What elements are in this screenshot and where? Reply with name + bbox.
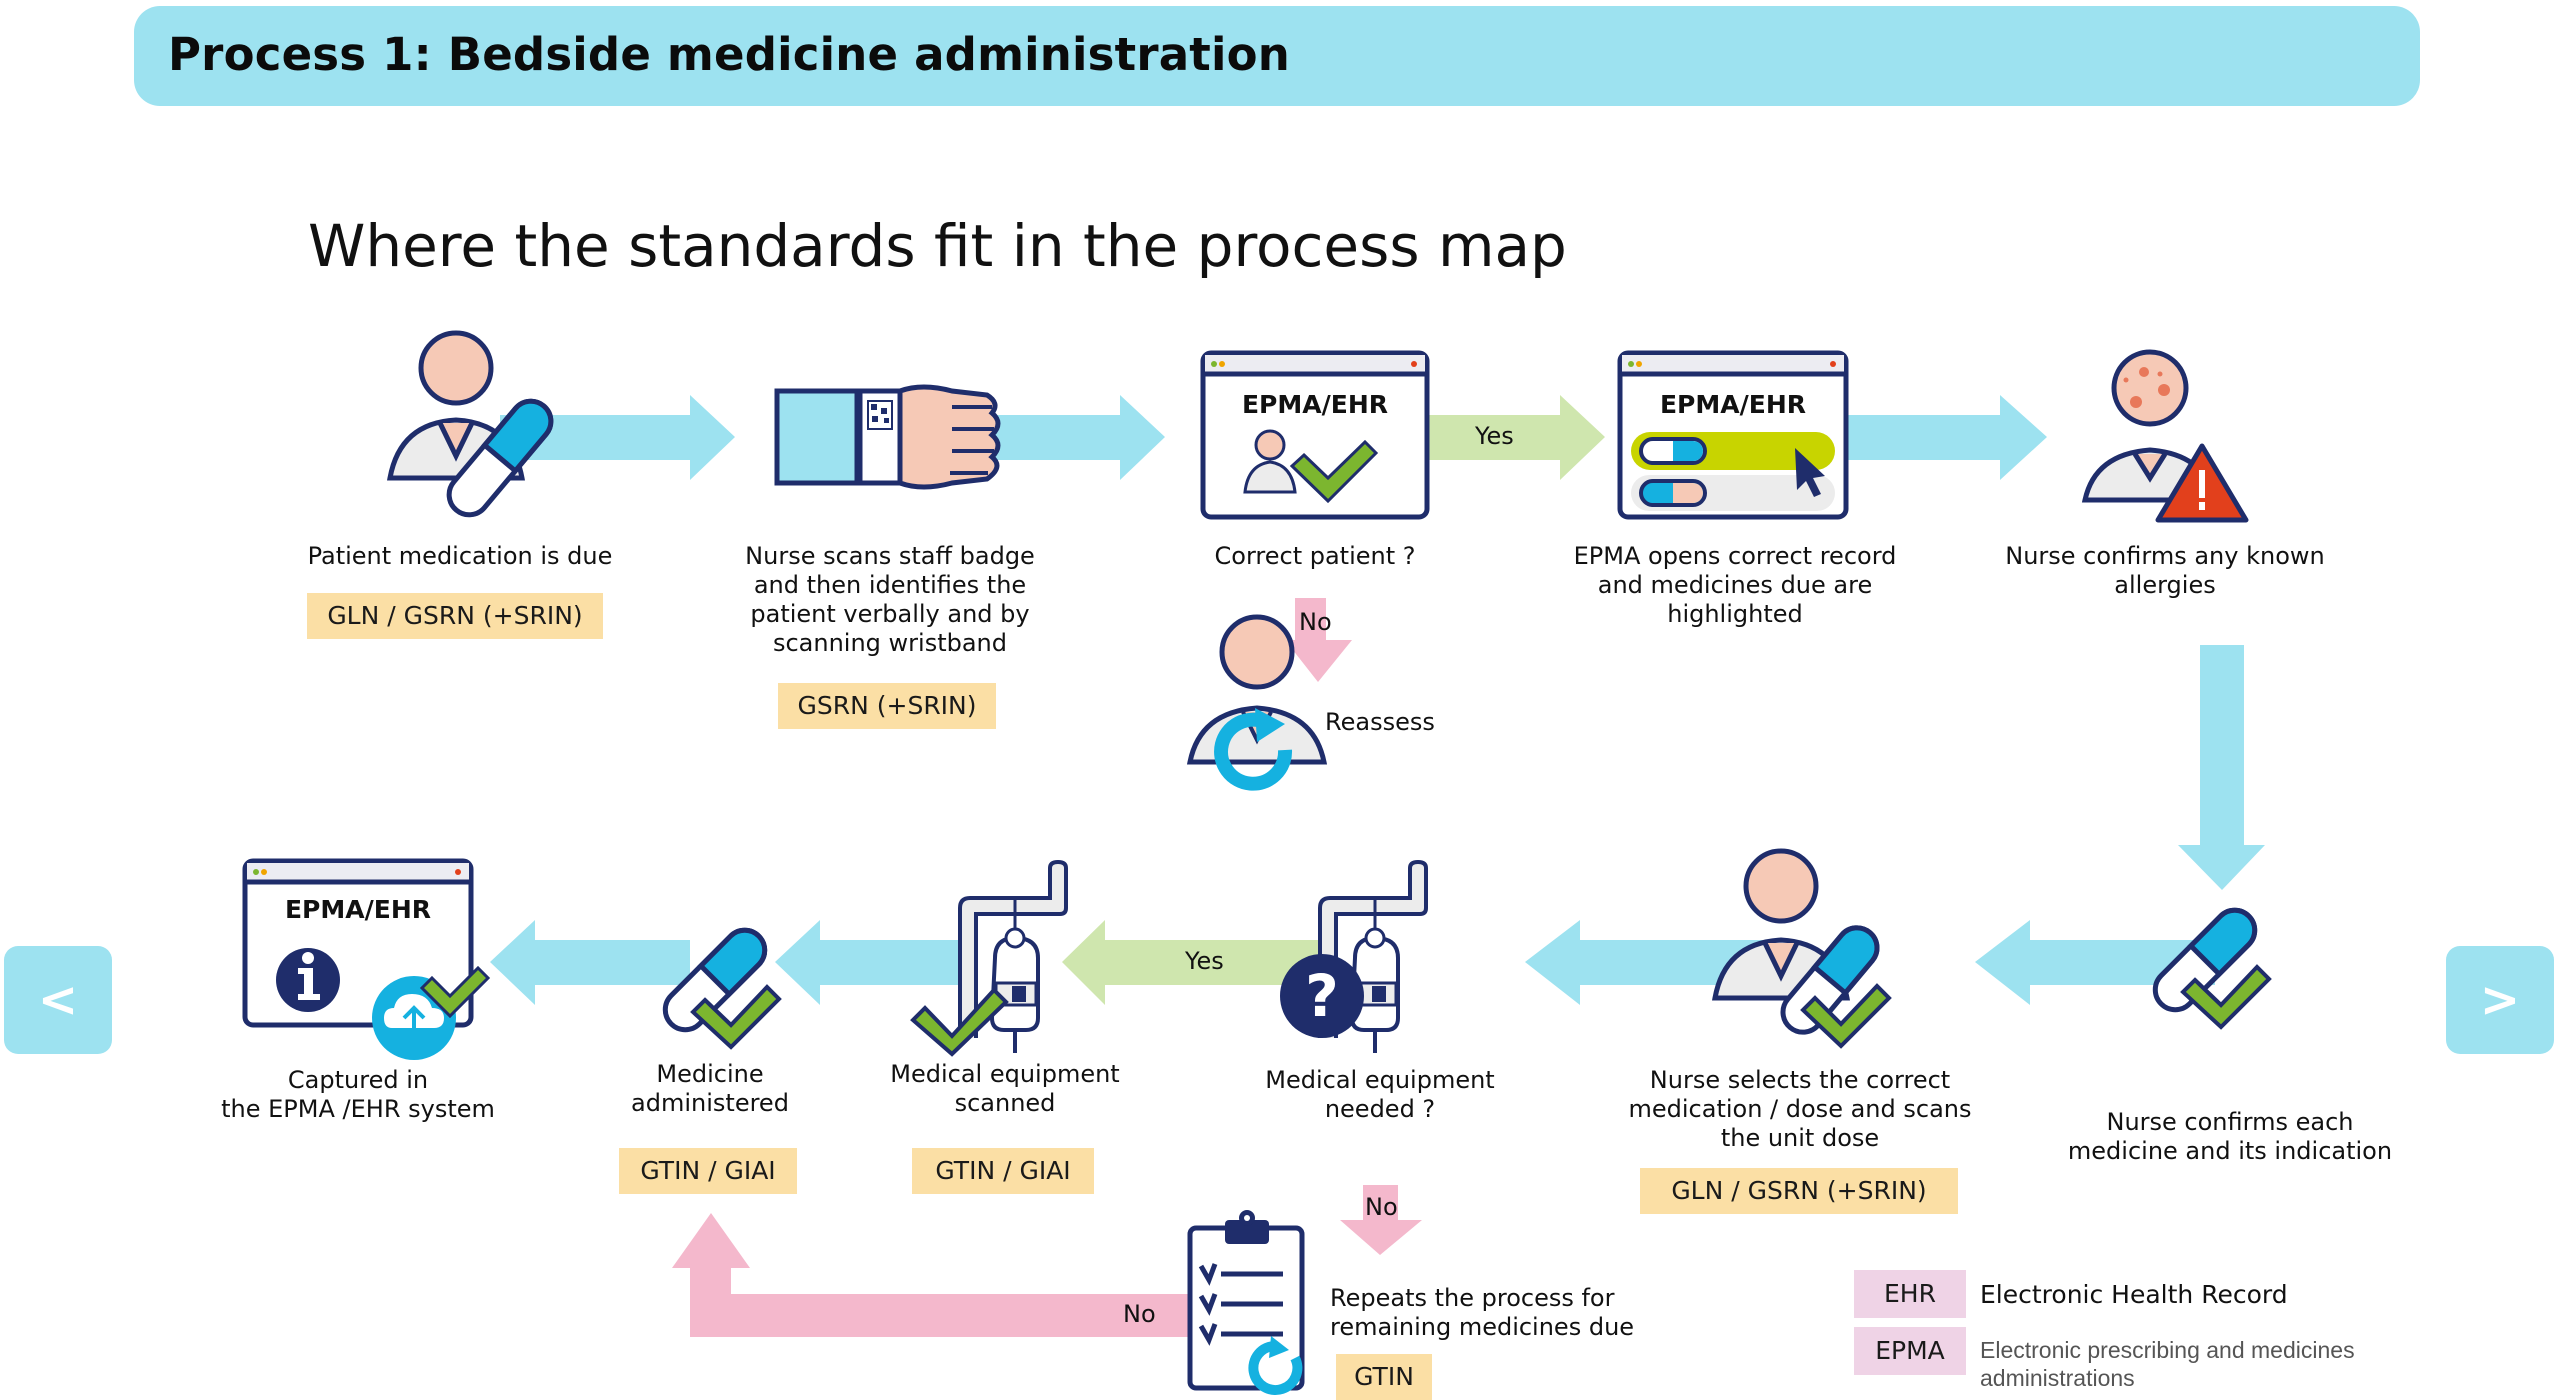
- standard-tag-gln-gsrn-2: GLN / GSRN (+SRIN): [1640, 1168, 1958, 1214]
- no-arrow-equipment: [1340, 1185, 1422, 1255]
- page-title: Process 1: Bedside medicine administrati…: [168, 28, 1290, 81]
- no-arrow-correct-patient: [1285, 598, 1352, 682]
- legend-key-ehr: EHR: [1854, 1270, 1966, 1318]
- flow-arrow-down: [2178, 645, 2265, 890]
- standard-tag-gtin-giai-2: GTIN / GIAI: [619, 1148, 797, 1194]
- capsule-check-icon: [2152, 907, 2272, 1030]
- header-bar: [134, 6, 2420, 106]
- epma-window-patient-check-icon: [1200, 350, 1430, 520]
- checklist-repeat-icon: [1187, 1210, 1305, 1395]
- step-label-epma-opens-record: EPMA opens correct record and medicines …: [1573, 542, 1897, 628]
- no-label-correct-patient: No: [1299, 608, 1332, 636]
- step-label-select-medication: Nurse selects the correct medication / d…: [1628, 1066, 1972, 1152]
- iv-bag-check-icon: [910, 859, 1068, 1057]
- standard-tag-gln-gsrn: GLN / GSRN (+SRIN): [307, 593, 603, 639]
- wristband-scan-icon: [774, 384, 1001, 490]
- diagram-subtitle: Where the standards fit in the process m…: [308, 212, 1567, 280]
- previous-slide-button[interactable]: <: [4, 946, 112, 1054]
- epma-window-highlight-icon: [1617, 350, 1849, 520]
- iv-bag-question-icon: ?: [1280, 859, 1428, 1053]
- no-arrow-repeat-loop: [672, 1213, 1190, 1337]
- yes-arrow-equipment: [1062, 920, 1330, 1005]
- allergy-warning-icon: [2081, 349, 2249, 523]
- window-title-highlight: EPMA/EHR: [1659, 390, 1806, 419]
- flow-arrow-3: [1847, 395, 2047, 480]
- svg-text:?: ?: [1305, 962, 1339, 1030]
- reassess-person-icon: [1186, 614, 1328, 791]
- flow-arrow-1: [500, 395, 735, 480]
- standard-tag-gsrn: GSRN (+SRIN): [778, 683, 996, 729]
- standard-tag-gtin: GTIN: [1336, 1354, 1432, 1400]
- nurse-capsule-check-icon: [1712, 848, 1892, 1049]
- next-slide-button[interactable]: >: [2446, 946, 2554, 1054]
- step-label-correct-patient: Correct patient ?: [1214, 542, 1416, 570]
- epma-window-upload-icon: [242, 858, 491, 1060]
- step-label-confirm-each-medicine: Nurse confirms each medicine and its ind…: [2067, 1108, 2393, 1165]
- step-label-confirm-allergies: Nurse confirms any known allergies: [2005, 542, 2325, 599]
- patient-capsule-icon: [387, 330, 554, 518]
- standard-tag-gtin-giai-1: GTIN / GIAI: [912, 1148, 1094, 1194]
- yes-label-equipment: Yes: [1185, 947, 1224, 975]
- flow-arrow-6: [775, 920, 960, 1005]
- reassess-label: Reassess: [1325, 708, 1435, 736]
- flow-arrow-7: [490, 920, 690, 1005]
- step-label-nurse-scans-badge: Nurse scans staff badge and then identif…: [745, 542, 1035, 657]
- legend-value-epma: Electronic prescribing and medicines adm…: [1980, 1337, 2355, 1391]
- yes-arrow-correct-patient: [1425, 395, 1605, 480]
- yes-label-correct-patient: Yes: [1475, 422, 1514, 450]
- capsule-check-icon-administered: [662, 927, 782, 1050]
- legend-value-ehr: Electronic Health Record: [1980, 1280, 2288, 1309]
- legend-key-epma: EPMA: [1854, 1327, 1966, 1375]
- window-title-captured: EPMA/EHR: [284, 895, 431, 924]
- window-title-correct-patient: EPMA/EHR: [1241, 390, 1388, 419]
- flow-arrow-5: [1525, 920, 1765, 1005]
- step-label-equipment-scanned: Medical equipment scanned: [890, 1060, 1120, 1117]
- no-label-equipment: No: [1365, 1193, 1398, 1221]
- no-label-repeat: No: [1123, 1300, 1156, 1328]
- flow-arrow-2: [990, 395, 1165, 480]
- step-label-patient-medication-due: Patient medication is due: [307, 542, 613, 570]
- step-label-equipment-needed: Medical equipment needed ?: [1265, 1066, 1495, 1123]
- step-label-captured-in-epma: Captured in the EPMA /EHR system: [221, 1066, 495, 1123]
- step-label-medicine-administered: Medicine administered: [631, 1060, 789, 1117]
- step-label-repeat-process: Repeats the process for remaining medici…: [1330, 1284, 1635, 1341]
